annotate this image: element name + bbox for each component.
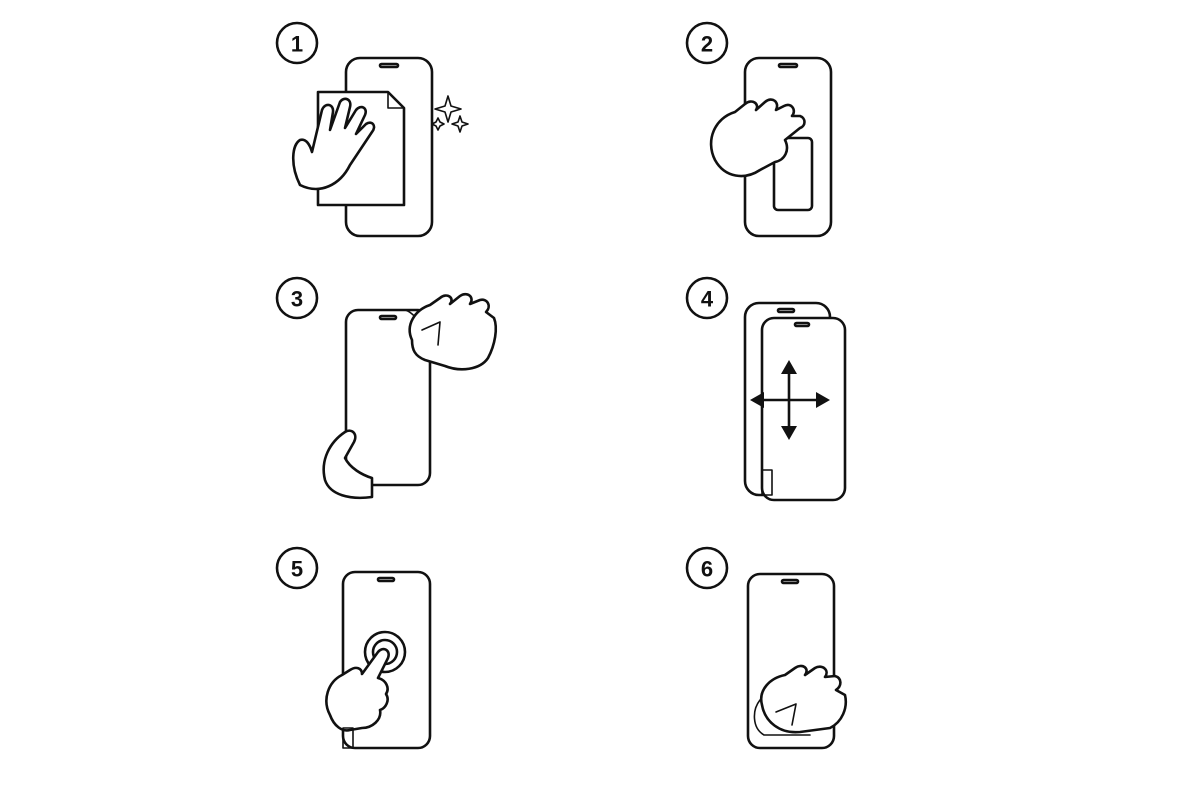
step-number: 5 [291, 557, 303, 582]
hand-icon [759, 664, 848, 734]
protector-film-edge [753, 699, 811, 736]
step-number: 6 [701, 557, 713, 582]
hand-icon [709, 98, 806, 178]
step-number: 3 [291, 287, 303, 312]
step-number-badge [275, 276, 319, 320]
step-1: 1 [275, 21, 469, 238]
protector-icon [760, 316, 847, 502]
phone-icon [344, 308, 432, 487]
sparkle-icon [431, 95, 469, 133]
step-number-badge [685, 21, 729, 65]
step-number-badge [275, 546, 319, 590]
step-2: 2 [685, 21, 833, 238]
hand-icon [291, 97, 376, 191]
sticker-tab [761, 469, 773, 496]
step-number: 1 [291, 32, 303, 57]
step-4: 4 [685, 276, 847, 502]
step-number: 4 [701, 287, 714, 312]
step-6: 6 [685, 546, 848, 750]
step-number-badge [685, 276, 729, 320]
phone-icon [746, 572, 836, 750]
step-number-badge [685, 546, 729, 590]
step-5: 5 [275, 546, 432, 750]
hand-icon [408, 292, 498, 371]
sticker-tab [342, 727, 354, 749]
phone-icon [341, 570, 432, 750]
step-3: 3 [275, 276, 498, 500]
step-number: 2 [701, 32, 713, 57]
hand-icon [325, 647, 390, 732]
move-arrows-icon [750, 360, 830, 440]
step-number-badge [275, 21, 319, 65]
hand-icon [322, 429, 374, 500]
